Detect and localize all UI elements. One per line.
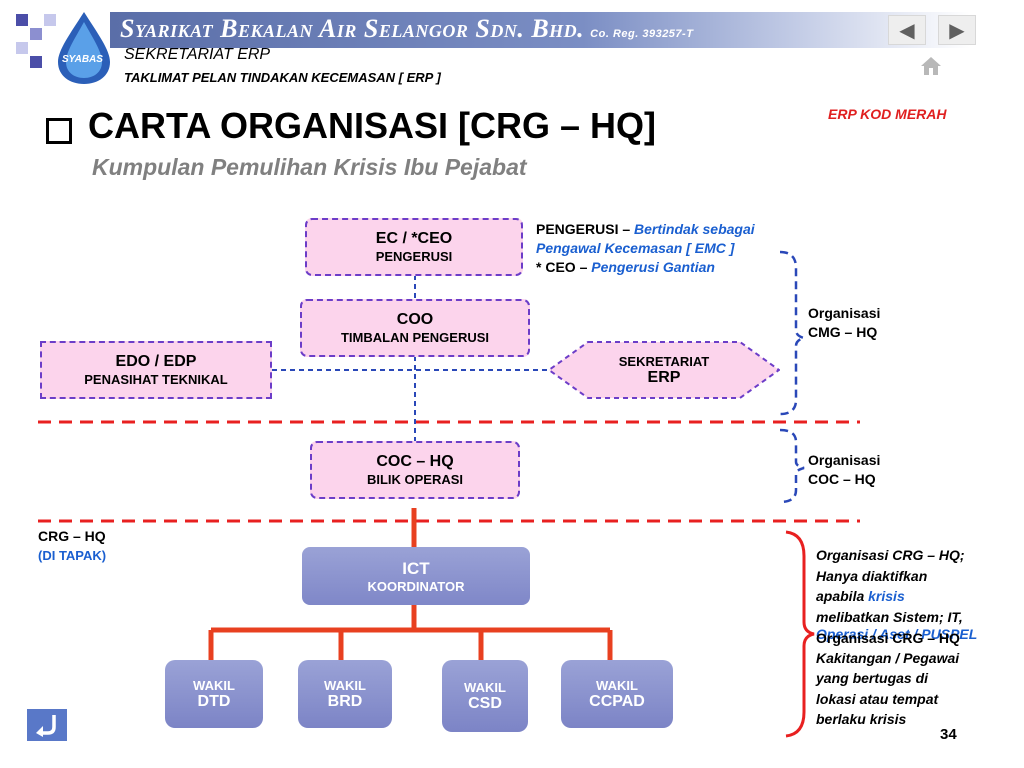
- sekretariat-title: SEKRETARIAT: [618, 353, 710, 369]
- wakil-unit: BRD: [327, 692, 363, 710]
- crg-line-2: (DI TAPAK): [38, 548, 107, 563]
- ceo-desc: Pengerusi Gantian: [591, 259, 715, 275]
- crg-hq-description: Organisasi CRG – HQ; Hanya diaktifkan ap…: [816, 545, 965, 730]
- crg-desc-line: lokasi atau tempat: [816, 690, 939, 707]
- coc-hq-title: COC – HQ: [376, 453, 454, 470]
- return-button[interactable]: [27, 709, 67, 741]
- overlap-black-text: Organisasi CRG – HQ: [816, 630, 960, 646]
- edo-edp-title: EDO / EDP: [115, 353, 197, 370]
- overlap-text-black: Organisasi CRG – HQ: [816, 630, 960, 646]
- cmg-line-1: Organisasi: [808, 305, 881, 321]
- pengerusi-label: PENGERUSI –: [536, 221, 635, 237]
- crg-desc-line: berlaku krisis: [816, 711, 907, 727]
- ec-ceo-title: EC / *CEO: [375, 230, 453, 247]
- sekretariat-erp-box: SEKRETARIAT ERP: [548, 341, 780, 399]
- crg-desc-line: yang bertugas di: [816, 670, 929, 686]
- edo-edp-role: PENASIHAT TEKNIKAL: [84, 372, 228, 387]
- wakil-csd-box: WAKIL CSD: [442, 660, 528, 732]
- edo-edp-box: EDO / EDP PENASIHAT TEKNIKAL: [40, 341, 272, 399]
- wakil-unit: CSD: [468, 694, 502, 712]
- header-line-1: SEKRETARIAT ERP: [124, 46, 271, 63]
- overlap-text-blue: Operasi / Aset / PUSPEL: [816, 626, 977, 642]
- header-line-2: TAKLIMAT PELAN TINDAKAN KECEMASAN [ ERP …: [124, 70, 441, 85]
- coc-line-1: Organisasi: [808, 452, 881, 468]
- prev-slide-button[interactable]: ◀: [888, 15, 926, 45]
- company-registration: Co. Reg. 393257-T: [590, 28, 694, 40]
- ec-ceo-role: PENGERUSI: [375, 249, 453, 264]
- wakil-label: WAKIL: [596, 677, 638, 693]
- ict-role: KOORDINATOR: [367, 578, 465, 594]
- coo-title: COO: [396, 311, 434, 328]
- company-name: Syarikat Bekalan Air Selangor Sdn. Bhd. C…: [120, 14, 693, 44]
- sekretariat-erp: ERP: [647, 368, 681, 386]
- left-triangle-icon: ◀: [899, 19, 915, 42]
- crg-line-1: CRG – HQ: [38, 528, 106, 544]
- erp-code-label: ERP KOD MERAH: [828, 106, 947, 122]
- right-triangle-icon: ▶: [949, 19, 965, 42]
- next-slide-button[interactable]: ▶: [938, 15, 976, 45]
- crg-hq-site-label: CRG – HQ (DI TAPAK): [38, 527, 106, 565]
- home-button[interactable]: [920, 56, 942, 76]
- wakil-ccpad-box: WAKIL CCPAD: [561, 660, 673, 728]
- hexagon-shape: [548, 341, 780, 399]
- coc-hq-role: BILIK OPERASI: [366, 472, 464, 487]
- cmg-hq-label: Organisasi CMG – HQ: [808, 304, 880, 342]
- company-logo: SYABAS: [14, 8, 118, 86]
- checkbox-bullet-icon: [46, 118, 72, 144]
- ec-ceo-box: EC / *CEO PENGERUSI: [305, 218, 523, 276]
- coo-role: TIMBALAN PENGERUSI: [340, 330, 490, 345]
- wakil-label: WAKIL: [464, 679, 506, 695]
- overlap-blue-text: Operasi / Aset / PUSPEL: [816, 626, 978, 642]
- page-title: CARTA ORGANISASI [CRG – HQ]: [88, 105, 657, 146]
- ceo-label: * CEO –: [536, 259, 592, 275]
- return-arrow-icon: [36, 715, 56, 737]
- coc-hq-box: COC – HQ BILIK OPERASI: [310, 441, 520, 499]
- wakil-label: WAKIL: [324, 677, 366, 693]
- header-banner: [110, 12, 970, 48]
- wakil-unit: DTD: [197, 692, 231, 710]
- wakil-brd-box: WAKIL BRD: [298, 660, 392, 728]
- coc-hq-label: Organisasi COC – HQ: [808, 451, 880, 489]
- crg-desc-line: Kakitangan / Pegawai: [816, 649, 960, 666]
- cmg-line-2: CMG – HQ: [808, 324, 878, 340]
- pengerusi-note: PENGERUSI – Bertindak sebagai Pengawal K…: [536, 220, 755, 277]
- pengerusi-desc-1: Bertindak sebagai: [634, 221, 755, 237]
- wakil-dtd-box: WAKIL DTD: [165, 660, 263, 728]
- wakil-label: WAKIL: [193, 677, 235, 693]
- crg-desc-krisis: krisis: [868, 588, 905, 604]
- wakil-unit: CCPAD: [589, 692, 645, 710]
- ict-title: ICT: [402, 558, 430, 578]
- coo-box: COO TIMBALAN PENGERUSI: [300, 299, 530, 357]
- crg-desc-line: apabila: [816, 588, 869, 604]
- pengerusi-desc-2: Pengawal Kecemasan [ EMC ]: [536, 240, 735, 256]
- crg-desc-line: Organisasi CRG – HQ;: [816, 547, 965, 563]
- page-subtitle: Kumpulan Pemulihan Krisis Ibu Pejabat: [92, 154, 527, 180]
- crg-desc-line: Hanya diaktifkan: [816, 567, 928, 584]
- ict-koordinator-box: ICT KOORDINATOR: [302, 547, 530, 605]
- crg-desc-line: melibatkan Sistem; IT,: [816, 608, 963, 625]
- logo-text: SYABAS: [62, 54, 103, 65]
- company-name-text: Syarikat Bekalan Air Selangor Sdn. Bhd.: [120, 14, 585, 43]
- coc-line-2: COC – HQ: [808, 471, 876, 487]
- home-icon: [921, 57, 941, 75]
- page-number: 34: [940, 726, 957, 743]
